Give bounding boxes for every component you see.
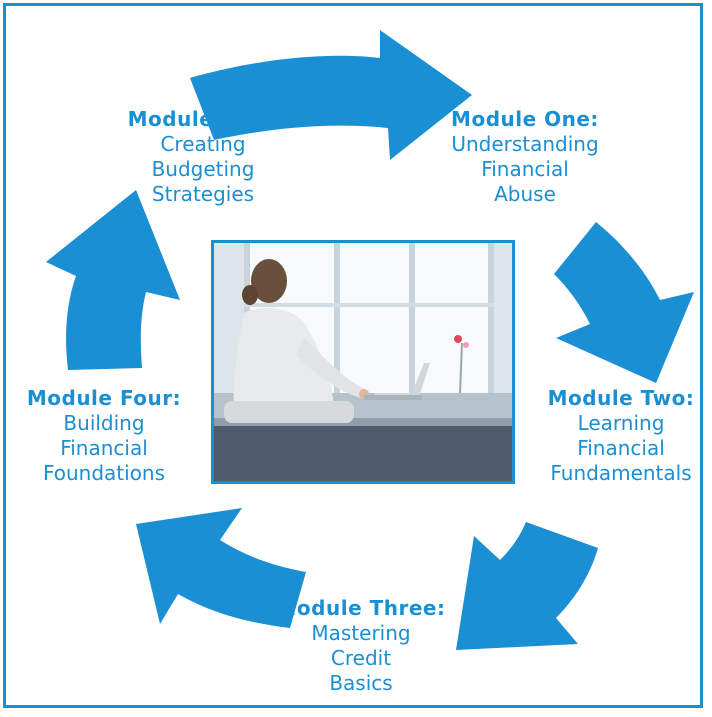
module-three: Module Three: Mastering Credit Basics: [268, 596, 454, 696]
module-three-line-2: Credit: [330, 646, 392, 670]
module-three-line-1: Mastering: [311, 621, 411, 645]
module-four-line-1: Building: [63, 411, 145, 435]
arrow-three-to-four-icon: [136, 508, 306, 628]
module-four: Module Four: Building Financial Foundati…: [14, 386, 194, 486]
woman-with-laptop-photo: [211, 240, 515, 484]
module-two-line-2: Financial: [577, 436, 665, 460]
module-two-line-1: Learning: [577, 411, 665, 435]
module-five-line-2: Budgeting: [151, 157, 255, 181]
module-four-title: Module Four:: [26, 386, 182, 410]
module-two-line-3: Fundamentals: [550, 461, 692, 485]
module-three-title: Module Three:: [276, 596, 446, 620]
module-one-line-3: Abuse: [494, 182, 556, 206]
module-one: Module One: Understanding Financial Abus…: [440, 107, 610, 207]
diagram-frame: [3, 3, 703, 708]
module-one-title: Module One:: [451, 107, 599, 131]
module-three-line-3: Basics: [329, 671, 393, 695]
module-four-line-2: Financial: [60, 436, 148, 460]
arrow-four-to-five-icon: [46, 190, 180, 370]
module-five-line-1: Creating: [160, 132, 246, 156]
module-two-title: Module Two:: [547, 386, 695, 410]
arrow-one-to-two-icon: [554, 222, 694, 383]
arrow-two-to-three-icon: [456, 522, 598, 650]
module-four-line-3: Foundations: [42, 461, 166, 485]
module-five-title: Module Five:: [127, 107, 279, 131]
module-five-line-3: Strategies: [151, 182, 255, 206]
arrow-five-to-one-icon: [190, 30, 472, 160]
module-five: Module Five: Creating Budgeting Strategi…: [118, 107, 288, 207]
module-two: Module Two: Learning Financial Fundament…: [536, 386, 706, 486]
module-one-line-2: Financial: [481, 157, 569, 181]
module-one-line-1: Understanding: [451, 132, 599, 156]
